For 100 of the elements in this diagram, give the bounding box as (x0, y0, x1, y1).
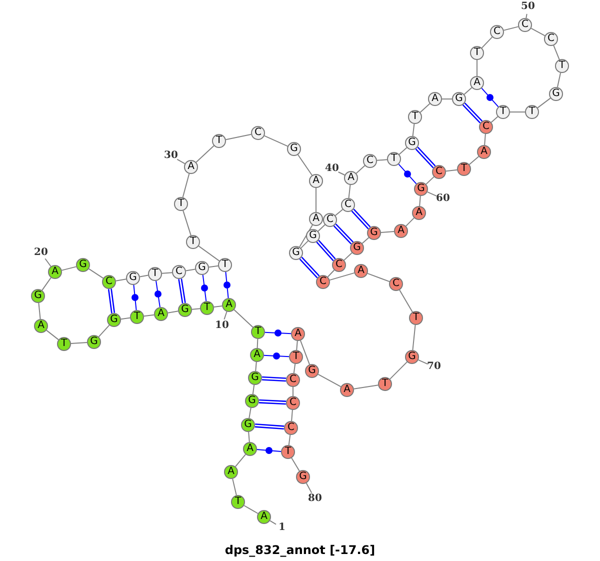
backbone-line (405, 217, 415, 227)
nucleotide-circle: C (432, 165, 446, 179)
backbone-line (256, 338, 258, 348)
nucleotide-circle: G (367, 226, 381, 240)
nucleotide-circle: T (251, 325, 265, 339)
backbone-line (61, 266, 77, 271)
nucleotide-circle: C (323, 213, 337, 227)
nucleotide-circle: C (363, 154, 377, 168)
nucleotide-circle: C (479, 120, 493, 134)
base-pair-line (178, 278, 186, 304)
backbone-line (376, 159, 388, 161)
backbone-line (484, 133, 486, 146)
backbone-line (288, 434, 291, 446)
nucleotide-circle: C (286, 373, 300, 387)
backbone-line (300, 240, 309, 249)
base-pair-line (132, 284, 138, 311)
nucleotide-circle: C (332, 258, 346, 272)
nucleotide-circle: A (154, 307, 168, 321)
backbone-line (299, 224, 313, 248)
nucleotide-circle: G (31, 289, 45, 303)
nucleotide-circle: C (284, 421, 298, 435)
position-number: 80 (308, 493, 322, 504)
nucleotide-circle: C (251, 126, 265, 140)
base-pair-line (154, 280, 162, 308)
backbone-line (255, 361, 257, 372)
backbone-line (556, 72, 562, 88)
backbone-line (399, 290, 413, 312)
backbone-line (412, 123, 415, 137)
backbone-line (198, 246, 220, 262)
nucleotide-circle: A (354, 264, 368, 278)
backbone-line (46, 330, 59, 340)
backbone-line (318, 224, 326, 232)
nucleotide-circle: A (344, 171, 358, 185)
nucleotide-circle: A (48, 265, 62, 279)
nucleotide-circle: G (245, 394, 259, 408)
nucleotide-circle: T (496, 105, 510, 119)
position-number: 50 (521, 1, 535, 12)
nucleotide-circle: C (316, 275, 330, 289)
backbone-line (296, 340, 298, 351)
diagram-title: dps_832_annot [-17.6] (224, 543, 376, 557)
backbone-line (300, 340, 310, 365)
backbone-line (244, 505, 258, 514)
backbone-line (398, 147, 408, 155)
backbone-line (348, 184, 351, 199)
base-pair-line (254, 424, 284, 430)
backbone-line (213, 305, 223, 308)
backbone-line (389, 361, 408, 380)
backbone-line (362, 237, 370, 244)
leader-line (526, 13, 528, 19)
nucleotide-circle: A (224, 465, 238, 479)
nucleotide-circle: C (286, 396, 300, 410)
backbone-line (329, 272, 355, 281)
backbone-line (185, 268, 196, 272)
backbone-line (293, 363, 296, 374)
nucleotide-circle: G (76, 258, 90, 272)
backbone-line (182, 173, 190, 198)
nucleotide-circle: A (222, 298, 236, 312)
base-pair-line (415, 146, 436, 168)
position-number: 30 (164, 150, 178, 161)
nucleotide-circle: G (87, 335, 101, 349)
nucleotide-circle: A (428, 92, 442, 106)
nucleotide-circle: G (289, 246, 303, 260)
nucleotide-circle: T (470, 46, 484, 60)
nucleotide-circle: C (172, 265, 186, 279)
nucleotide-circle: A (470, 76, 484, 90)
position-number: 10 (215, 320, 229, 331)
backbone-line (468, 156, 480, 165)
nucleotide-circle: T (212, 134, 226, 148)
nucleotide-circle: T (130, 310, 144, 324)
nucleotide-circle: T (387, 152, 401, 166)
nucleotide-circle: T (186, 235, 200, 249)
base-pair-line (351, 208, 371, 230)
nucleotide-circle: T (378, 377, 392, 391)
nucleotide-circle: G (452, 92, 466, 106)
backbone-line (419, 195, 421, 207)
base-pair-line (333, 224, 354, 244)
backbone-line (367, 272, 390, 282)
nucleotide-circle: A (412, 206, 426, 220)
base-pair-line (108, 288, 116, 314)
backbone-line (248, 431, 250, 443)
backbone-line (38, 302, 41, 320)
position-number: 20 (34, 247, 48, 258)
nucleotide-circle: G (405, 350, 419, 364)
nucleotide-circle: C (518, 18, 532, 32)
backbone-line (292, 386, 294, 396)
nucleotide-circle: T (218, 258, 232, 272)
nucleotide-circle: T (281, 445, 295, 459)
backbone-line (327, 270, 335, 278)
leader-line (44, 258, 52, 267)
backbone-line (464, 87, 472, 95)
backbone-line (191, 308, 201, 310)
base-pair-line (481, 88, 499, 108)
backbone-line (182, 210, 192, 236)
base-pair-line (299, 256, 320, 278)
position-number: 40 (325, 163, 339, 174)
backbone-line (297, 154, 313, 176)
backbone-line (232, 478, 237, 496)
base-pair-line (262, 376, 286, 382)
backbone-line (334, 208, 344, 216)
backbone-line (234, 309, 254, 328)
